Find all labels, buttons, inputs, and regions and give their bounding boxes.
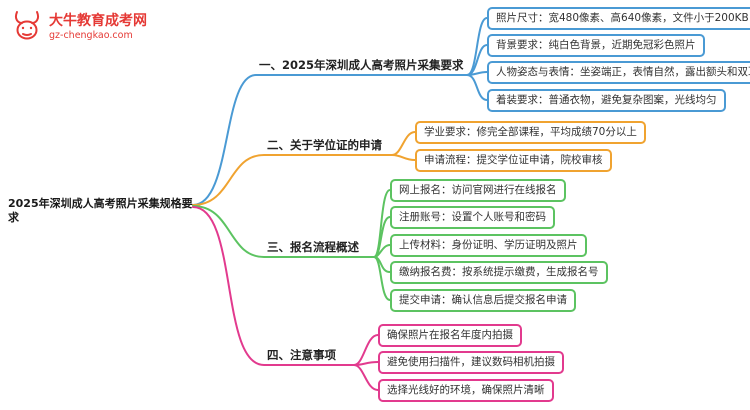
leaf-node: 提交申请：确认信息后提交报名申请 xyxy=(390,289,576,312)
leaf-node: 注册账号：设置个人账号和密码 xyxy=(390,206,555,229)
root-node: 2025年深圳成人高考照片采集规格要求 xyxy=(8,197,193,224)
branch-node-4: 四、注意事项 xyxy=(267,348,336,362)
leaf-node: 网上报名：访问官网进行在线报名 xyxy=(390,179,566,202)
leaf-node: 缴纳报名费：按系统提示缴费，生成报名号 xyxy=(390,261,608,284)
leaf-node: 选择光线好的环境，确保照片清晰 xyxy=(378,379,554,402)
leaf-node: 避免使用扫描件，建议数码相机拍摄 xyxy=(378,351,564,374)
branch-node-1: 一、2025年深圳成人高考照片采集要求 xyxy=(259,58,464,72)
logo-title: 大牛教育成考网 xyxy=(49,12,147,29)
branch-node-3: 三、报名流程概述 xyxy=(267,240,359,254)
logo-cow-icon xyxy=(10,8,44,46)
leaf-node: 确保照片在报名年度内拍摄 xyxy=(378,324,522,347)
leaf-node: 人物姿态与表情：坐姿端正，表情自然，露出额头和双耳 xyxy=(487,61,750,84)
leaf-node: 背景要求：纯白色背景，近期免冠彩色照片 xyxy=(487,34,705,57)
logo: 大牛教育成考网 gz-chengkao.com xyxy=(10,8,147,46)
leaf-node: 学业要求：修完全部课程，平均成绩70分以上 xyxy=(415,121,646,144)
branch-node-2: 二、关于学位证的申请 xyxy=(267,138,382,152)
leaf-node: 照片尺寸：宽480像素、高640像素，文件小于200KB xyxy=(487,7,750,30)
logo-subtitle: gz-chengkao.com xyxy=(49,29,133,41)
leaf-node: 申请流程：提交学位证申请，院校审核 xyxy=(415,149,612,172)
leaf-node: 上传材料：身份证明、学历证明及照片 xyxy=(390,234,587,257)
leaf-node: 着装要求：普通衣物，避免复杂图案，光线均匀 xyxy=(487,89,726,112)
